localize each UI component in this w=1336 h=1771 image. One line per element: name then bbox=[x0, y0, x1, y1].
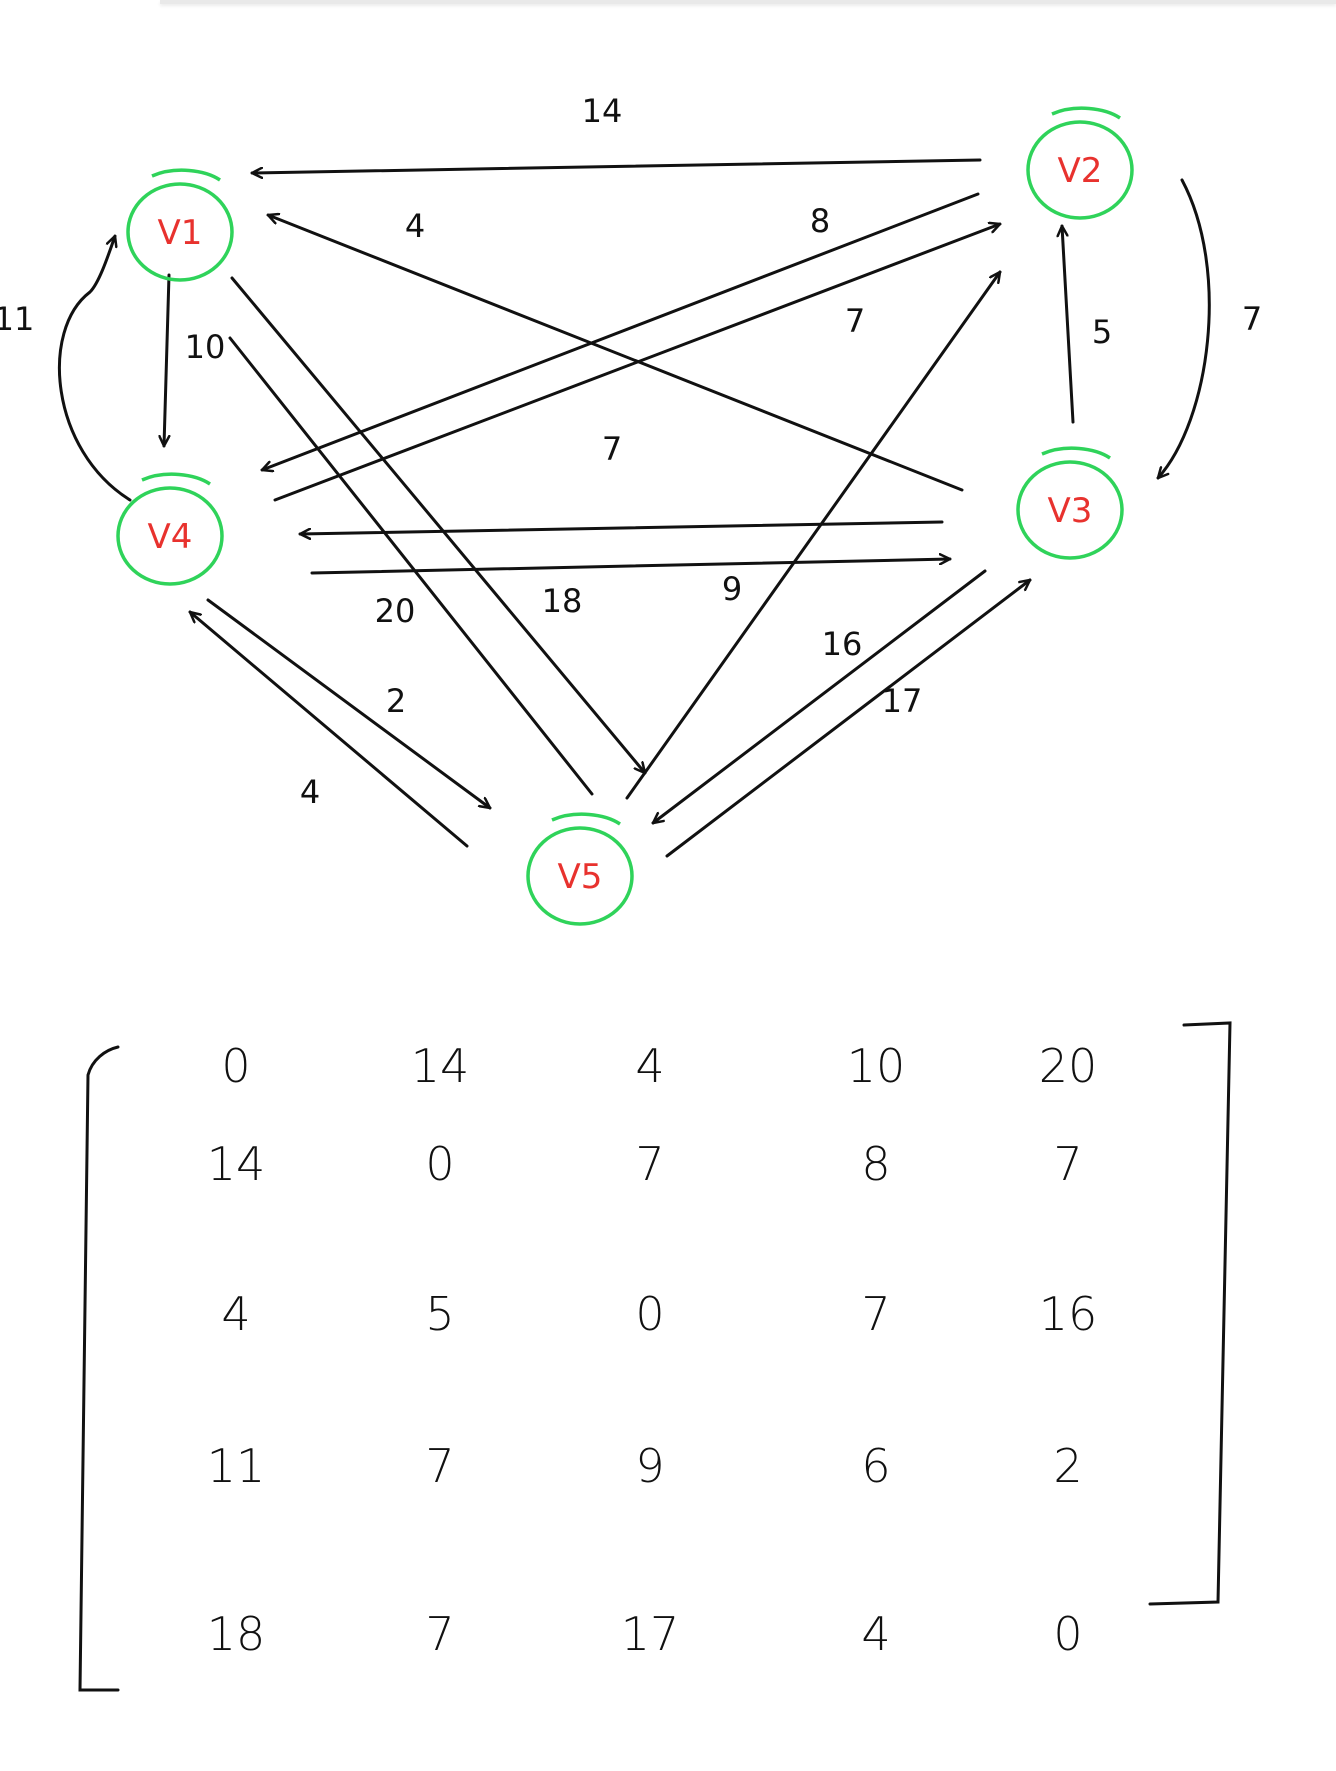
edge-v1-v4 bbox=[164, 273, 171, 448]
edge-weight-v1-v5: 18 bbox=[542, 582, 583, 620]
node-ring-stroke-v1 bbox=[151, 168, 221, 182]
matrix-cell-r4-c1: 11 bbox=[207, 1439, 266, 1493]
edge-weight-v2-v3: 7 bbox=[1242, 300, 1262, 338]
edge-v3-v4 bbox=[298, 520, 944, 534]
matrix-cell-r5-c4: 4 bbox=[861, 1607, 890, 1661]
matrix-cell-r5-c1: 18 bbox=[207, 1607, 266, 1661]
node-v4: V4 bbox=[116, 472, 224, 586]
matrix-cell-r3-c2: 5 bbox=[425, 1287, 454, 1341]
node-label-v3: V3 bbox=[1048, 491, 1093, 531]
edge-weight-v3-v4: 7 bbox=[602, 430, 622, 468]
edge-weight-v3-v1: 4 bbox=[405, 207, 425, 245]
matrix-cell-r1-c1: 0 bbox=[221, 1039, 250, 1093]
matrix-cell-r3-c5: 16 bbox=[1039, 1287, 1098, 1341]
matrix-left-bracket bbox=[78, 1045, 120, 1692]
matrix-cell-r4-c2: 7 bbox=[425, 1439, 454, 1493]
matrix-cell-r2-c5: 7 bbox=[1053, 1137, 1082, 1191]
node-label-v1: V1 bbox=[158, 213, 203, 253]
edge-weights-layer: 14 4 8 7 5 7 10 11 7 20 18 9 16 17 2 4 bbox=[0, 92, 1262, 811]
edge-v1-v5 bbox=[230, 276, 645, 773]
node-ring-stroke-v3 bbox=[1041, 446, 1111, 460]
edge-weight-v1-v4: 10 bbox=[185, 328, 226, 366]
edge-stroke-extra-0 bbox=[228, 336, 594, 796]
node-ring-v3 bbox=[1016, 460, 1124, 560]
edge-weight-v4-v2: 7 bbox=[845, 302, 865, 340]
matrix-cell-r5-c2: 7 bbox=[425, 1607, 454, 1661]
distance-matrix: 0 14 4 10 20 14 0 7 8 7 4 5 0 7 16 11 7 9 6 2 18 7 17 4 0 bbox=[78, 1021, 1232, 1692]
node-v5: V5 bbox=[526, 812, 634, 926]
top-bar bbox=[160, 0, 1336, 4]
edge-v4-v3 bbox=[310, 559, 952, 575]
node-ring-v4 bbox=[116, 486, 224, 586]
edge-v4-v1 bbox=[57, 236, 132, 502]
edge-weight-v3-v2: 5 bbox=[1092, 313, 1112, 351]
edge-v3-v5 bbox=[653, 569, 987, 823]
edge-v3-v2 bbox=[1062, 224, 1075, 424]
matrix-cell-r2-c2: 0 bbox=[425, 1137, 454, 1191]
edge-v5-v3 bbox=[665, 580, 1030, 858]
edge-v4-v2 bbox=[273, 224, 1000, 502]
edge-weight-v5-v4: 4 bbox=[300, 773, 320, 811]
node-label-v4: V4 bbox=[148, 517, 193, 557]
node-v2: V2 bbox=[1026, 106, 1134, 220]
edges-layer bbox=[57, 158, 1211, 858]
edge-weight-v5-v3: 17 bbox=[882, 682, 923, 720]
matrix-cell-r1-c5: 20 bbox=[1039, 1039, 1098, 1093]
edge-v2-v4 bbox=[262, 192, 980, 470]
node-ring-v2 bbox=[1026, 120, 1134, 220]
edge-v5-v2 bbox=[625, 272, 1000, 800]
edge-weight-v5-v2: 9 bbox=[722, 570, 742, 608]
node-ring-stroke-v5 bbox=[551, 812, 621, 826]
matrix-cell-r2-c3: 7 bbox=[635, 1137, 664, 1191]
edge-weight-v4-v3: 20 bbox=[375, 592, 416, 630]
matrix-cell-r4-c5: 2 bbox=[1053, 1439, 1082, 1493]
matrix-cell-r4-c3: 9 bbox=[635, 1439, 664, 1493]
edge-v2-v3 bbox=[1158, 178, 1211, 478]
matrix-cell-r2-c1: 14 bbox=[207, 1137, 266, 1191]
node-label-v5: V5 bbox=[558, 857, 603, 897]
node-v1: V1 bbox=[126, 168, 234, 282]
matrix-cell-r3-c4: 7 bbox=[861, 1287, 890, 1341]
matrix-cell-r1-c4: 10 bbox=[847, 1039, 906, 1093]
matrix-cell-r2-c4: 8 bbox=[861, 1137, 890, 1191]
matrix-cell-r5-c3: 17 bbox=[621, 1607, 680, 1661]
matrix-cell-r5-c5: 0 bbox=[1053, 1607, 1082, 1661]
edge-weight-v4-v1: 11 bbox=[0, 300, 34, 338]
edge-weight-v2-v4: 8 bbox=[810, 202, 830, 240]
node-v3: V3 bbox=[1016, 446, 1124, 560]
matrix-right-bracket bbox=[1148, 1021, 1232, 1606]
edge-v2-v1 bbox=[250, 158, 982, 173]
matrix-cell-r1-c2: 14 bbox=[411, 1039, 470, 1093]
matrix-cell-r1-c3: 4 bbox=[635, 1039, 664, 1093]
matrix-cell-r3-c3: 0 bbox=[635, 1287, 664, 1341]
edge-weight-v4-v5: 2 bbox=[386, 682, 406, 720]
node-label-v2: V2 bbox=[1058, 151, 1103, 191]
edge-v3-v1 bbox=[268, 215, 964, 492]
edge-v4-v5 bbox=[206, 598, 490, 808]
node-ring-v5 bbox=[526, 826, 634, 926]
matrix-cell-r3-c1: 4 bbox=[221, 1287, 250, 1341]
node-ring-v1 bbox=[126, 182, 234, 282]
edge-weight-v3-v5: 16 bbox=[822, 625, 863, 663]
node-ring-stroke-v4 bbox=[141, 472, 211, 486]
edge-v5-v4 bbox=[190, 612, 469, 848]
matrix-cell-r4-c4: 6 bbox=[861, 1439, 890, 1493]
matrix-cells: 0 14 4 10 20 14 0 7 8 7 4 5 0 7 16 11 7 9 6 2 18 7 17 4 0 bbox=[207, 1039, 1098, 1661]
node-ring-stroke-v2 bbox=[1051, 106, 1121, 120]
edge-weight-v2-v1: 14 bbox=[582, 92, 623, 130]
